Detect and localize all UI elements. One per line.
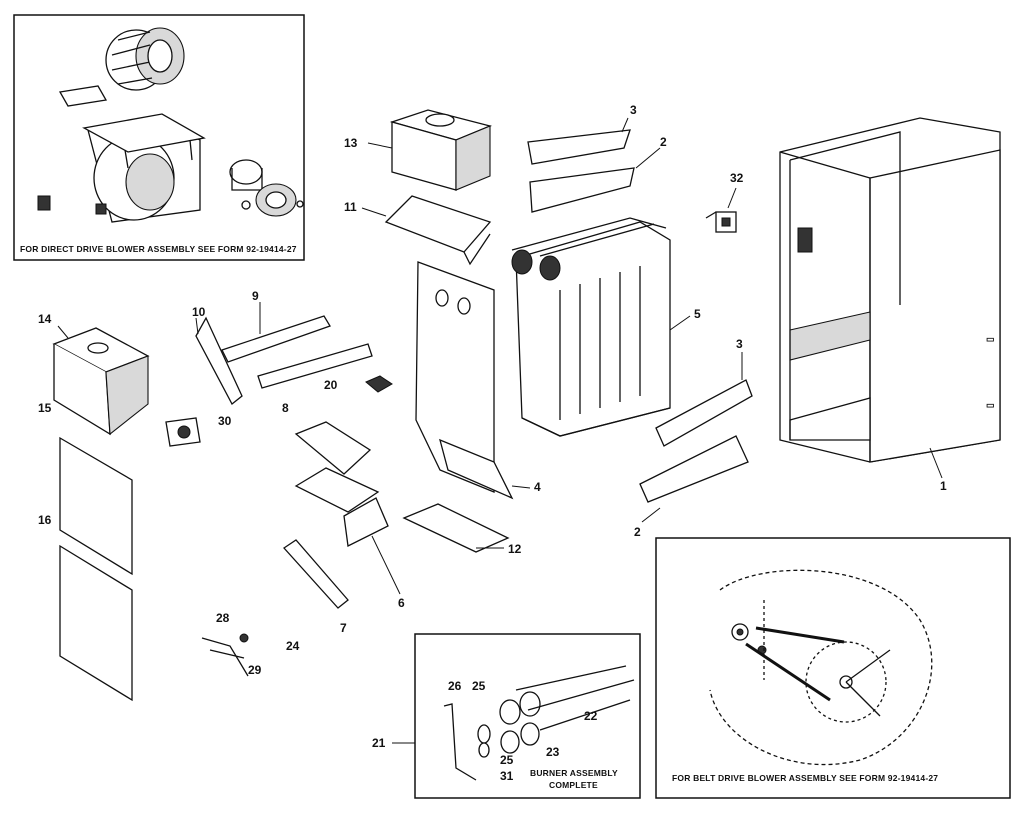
callout-23: 23 bbox=[546, 745, 560, 759]
mounting-clip bbox=[95, 203, 107, 215]
belt-drive-inset bbox=[655, 537, 1011, 799]
svg-text:▭: ▭ bbox=[986, 334, 995, 344]
callout-25-upper: 25 bbox=[472, 679, 486, 693]
burner-inset-frame bbox=[414, 633, 641, 799]
callout-16: 16 bbox=[38, 513, 52, 527]
vestibule-panel-4 bbox=[415, 261, 514, 500]
wire-28 bbox=[201, 637, 249, 677]
callout-29: 29 bbox=[248, 663, 262, 677]
callout-6: 6 bbox=[398, 596, 405, 610]
callout-1: 1 bbox=[940, 479, 947, 493]
baffle-2-top bbox=[529, 167, 635, 213]
tube-29 bbox=[209, 649, 245, 659]
fitting-24 bbox=[239, 633, 249, 643]
cutoff-plate bbox=[58, 85, 108, 107]
shield-12 bbox=[402, 503, 510, 553]
panel-16 bbox=[59, 544, 133, 702]
blower-wheel bbox=[105, 27, 185, 91]
callout-31: 31 bbox=[500, 769, 514, 783]
callout-11: 11 bbox=[344, 200, 357, 214]
bracket-10 bbox=[195, 316, 243, 405]
callout-30: 30 bbox=[218, 414, 232, 428]
callout-22: 22 bbox=[584, 709, 598, 723]
callout-28: 28 bbox=[216, 611, 230, 625]
blower-motor bbox=[229, 159, 304, 217]
callout-26: 26 bbox=[448, 679, 462, 693]
callout-5: 5 bbox=[694, 307, 701, 321]
direct-drive-caption: FOR DIRECT DRIVE BLOWER ASSEMBLY SEE FOR… bbox=[20, 244, 297, 254]
callout-9: 9 bbox=[252, 289, 259, 303]
callout-7: 7 bbox=[340, 621, 347, 635]
callout-13: 13 bbox=[344, 136, 358, 150]
callout-21: 21 bbox=[372, 736, 386, 750]
baffle-3-top bbox=[527, 129, 631, 165]
callout-25-lower: 25 bbox=[500, 753, 514, 767]
mounting-clip bbox=[37, 195, 51, 211]
panel-15 bbox=[59, 436, 133, 576]
draft-hood bbox=[389, 109, 493, 191]
callout-3-lower: 3 bbox=[736, 337, 743, 351]
part-20 bbox=[365, 375, 393, 393]
callout-32: 32 bbox=[730, 171, 744, 185]
callout-2-lower: 2 bbox=[634, 525, 641, 539]
belt-drive-caption: FOR BELT DRIVE BLOWER ASSEMBLY SEE FORM … bbox=[672, 773, 938, 783]
callout-8: 8 bbox=[282, 401, 289, 415]
panel-14 bbox=[52, 327, 150, 436]
gas-valve-30 bbox=[165, 417, 201, 447]
baffle-2-lower bbox=[639, 435, 749, 503]
callout-14: 14 bbox=[38, 312, 52, 326]
heat-exchanger bbox=[511, 217, 671, 437]
callout-10: 10 bbox=[192, 305, 206, 319]
callout-20: 20 bbox=[324, 378, 338, 392]
bracket-7 bbox=[283, 539, 349, 609]
callout-15: 15 bbox=[38, 401, 52, 415]
burner-box-6 bbox=[294, 467, 389, 547]
svg-text:▭: ▭ bbox=[986, 400, 995, 410]
callout-4: 4 bbox=[534, 480, 541, 494]
plate-8 bbox=[294, 421, 372, 475]
burner-assembly-inset bbox=[414, 633, 641, 799]
blower-housing bbox=[82, 113, 206, 223]
burner-caption-line2: COMPLETE bbox=[549, 780, 598, 790]
limit-switch-32 bbox=[705, 211, 737, 233]
direct-drive-inset: FOR DIRECT DRIVE BLOWER ASSEMBLY SEE FOR… bbox=[13, 14, 305, 261]
belt-drive-inset-frame bbox=[655, 537, 1011, 799]
baffle-3-lower bbox=[655, 379, 753, 447]
callout-2-top: 2 bbox=[660, 135, 667, 149]
callout-12: 12 bbox=[508, 542, 522, 556]
burner-caption-line1: BURNER ASSEMBLY bbox=[530, 768, 618, 778]
direct-drive-inset-frame bbox=[13, 14, 305, 261]
bracket-11 bbox=[384, 195, 492, 253]
furnace-cabinet: ▭ ▭ bbox=[779, 117, 1001, 463]
rail-9a bbox=[221, 315, 331, 363]
callout-24: 24 bbox=[286, 639, 300, 653]
callout-3-top: 3 bbox=[630, 103, 637, 117]
rail-9b bbox=[257, 343, 373, 389]
